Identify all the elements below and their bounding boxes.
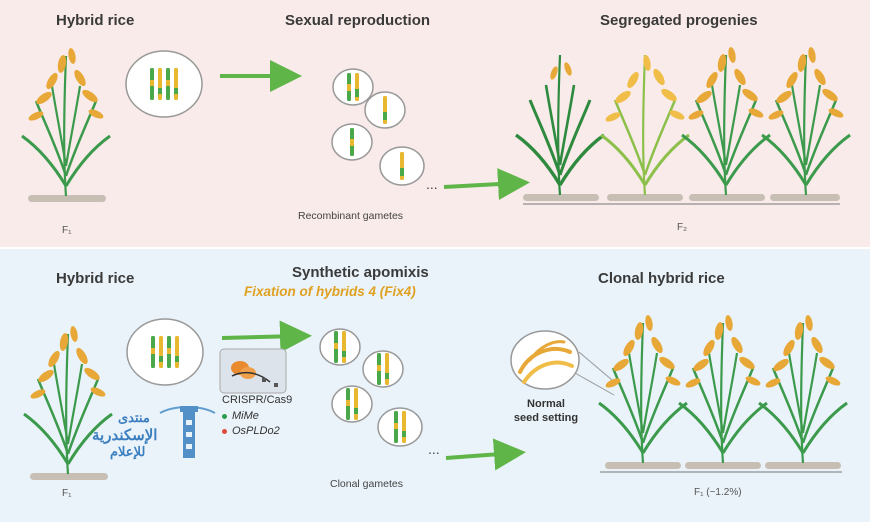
- clonal-plant-2: [677, 313, 769, 465]
- watermark-line-3: للإعلام: [110, 444, 146, 459]
- soil-f2-1: [523, 194, 599, 201]
- legend-dot-red: [222, 428, 227, 434]
- legend-crispr-cas9: CRISPR/Cas9: [222, 394, 293, 406]
- watermark-tower-logo: [159, 406, 216, 458]
- top-title-hybrid-rice: Hybrid rice: [56, 12, 135, 29]
- gamete-cell-top-1: [332, 68, 374, 106]
- cas9-protein-icon: [231, 361, 278, 387]
- soil-f1-top: [28, 195, 106, 202]
- gamete-cell-bottom-3: [331, 385, 373, 423]
- bottom-title-clonal-hybrid-rice: Clonal hybrid rice: [598, 270, 725, 287]
- bottom-title-hybrid-rice: Hybrid rice: [56, 270, 135, 287]
- seed-setting-label-1: Normal: [527, 398, 565, 410]
- gamete-cell-bottom-2: [362, 350, 404, 388]
- progeny-plant-3: [680, 45, 772, 197]
- soil-clonal-2: [685, 462, 761, 469]
- top-generation-f2: F₂: [677, 222, 687, 233]
- clonal-gametes-label: Clonal gametes: [330, 478, 403, 490]
- bottom-subtitle-fix4: Fixation of hybrids 4 (Fix4): [244, 284, 416, 299]
- legend-dot-green: [222, 413, 227, 419]
- progeny-plant-2: [599, 53, 691, 197]
- bottom-ellipsis: ...: [428, 441, 440, 457]
- legend-ospldo2: OsPLDo2: [222, 425, 280, 437]
- hybrid-rice-plant-bottom: [22, 324, 114, 476]
- synthetic-apomixis-panel: [0, 249, 870, 522]
- bottom-title-synthetic-apomixis: Synthetic apomixis: [292, 264, 429, 281]
- parent-cell-bottom: [126, 318, 204, 386]
- top-title-sexual-reproduction: Sexual reproduction: [285, 12, 431, 29]
- top-title-segregated-progenies: Segregated progenies: [600, 12, 758, 29]
- progeny-plant-4: [760, 45, 852, 197]
- arrow-to-clonal-bottom: [445, 438, 526, 471]
- soil-f2-4: [770, 194, 840, 201]
- parent-cell-top: [125, 50, 203, 118]
- soil-f2-3: [689, 194, 765, 201]
- arrow-to-progenies-top: [443, 168, 530, 201]
- soil-clonal-3: [765, 462, 841, 469]
- legend-mime: MiMe: [222, 410, 259, 422]
- recombinant-gametes-label: Recombinant gametes: [298, 210, 404, 222]
- seed-inset-connector-1: [578, 351, 613, 381]
- progeny-plant-1: [514, 53, 606, 197]
- arrow-to-gametes-bottom: [221, 320, 312, 353]
- soil-f2-2: [607, 194, 683, 201]
- clonal-plant-1: [597, 313, 689, 465]
- bottom-generation-f1: F₁: [62, 488, 72, 499]
- soil-clonal-1: [605, 462, 681, 469]
- hybrid-rice-plant-top: [20, 46, 112, 198]
- soil-f1-bottom: [30, 473, 108, 480]
- seed-setting-inset: [510, 330, 580, 390]
- clonal-plant-3: [757, 313, 849, 465]
- bottom-generation-f1-percent: F₁ (~1.2%): [694, 487, 742, 498]
- seed-inset-connector-2: [574, 372, 615, 396]
- watermark-line-2: الإسكندرية: [92, 427, 158, 444]
- top-generation-f1: F₁: [62, 225, 72, 236]
- gamete-cell-bottom-4: [377, 407, 423, 447]
- top-ellipsis: ...: [426, 176, 438, 192]
- gamete-cell-bottom-1: [319, 328, 361, 366]
- seed-setting-label-2: seed setting: [513, 412, 579, 424]
- seed-grains-icon: [518, 340, 574, 384]
- watermark-line-1: منتدى: [118, 410, 150, 425]
